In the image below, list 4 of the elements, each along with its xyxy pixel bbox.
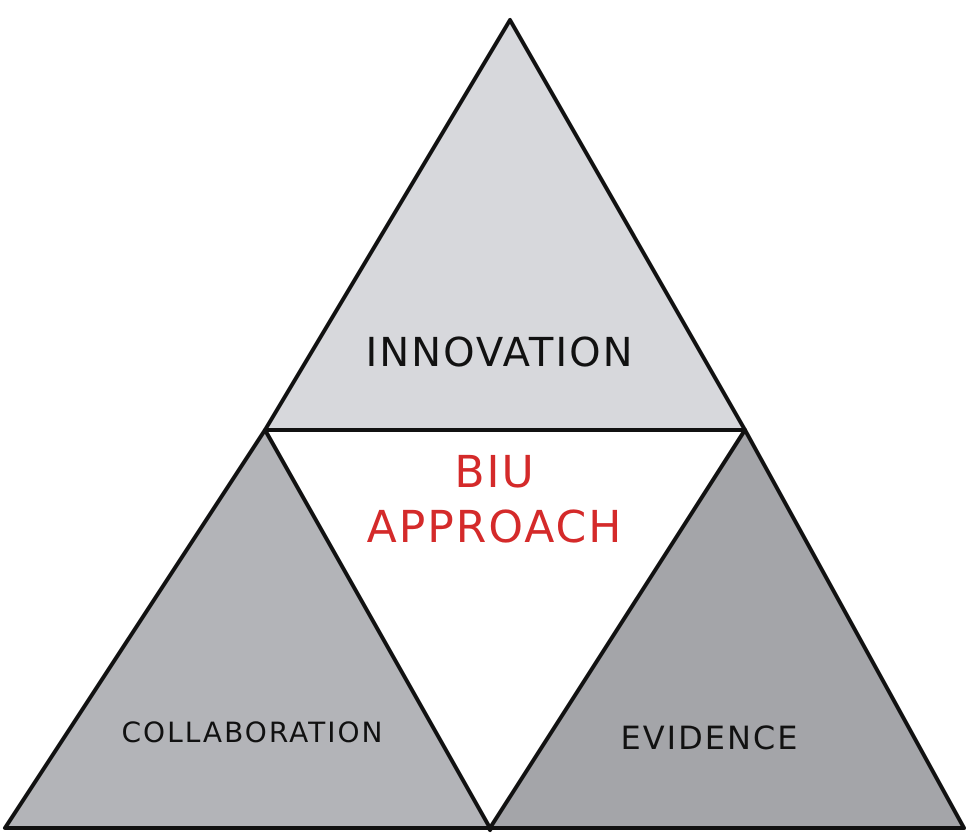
triangle-label: INNOVATION [364, 329, 636, 378]
triangle-label: EVIDENCE [620, 718, 800, 758]
triangle-label: BIU APPROACH [366, 446, 624, 555]
triangle-label: COLLABORATION [120, 715, 386, 750]
